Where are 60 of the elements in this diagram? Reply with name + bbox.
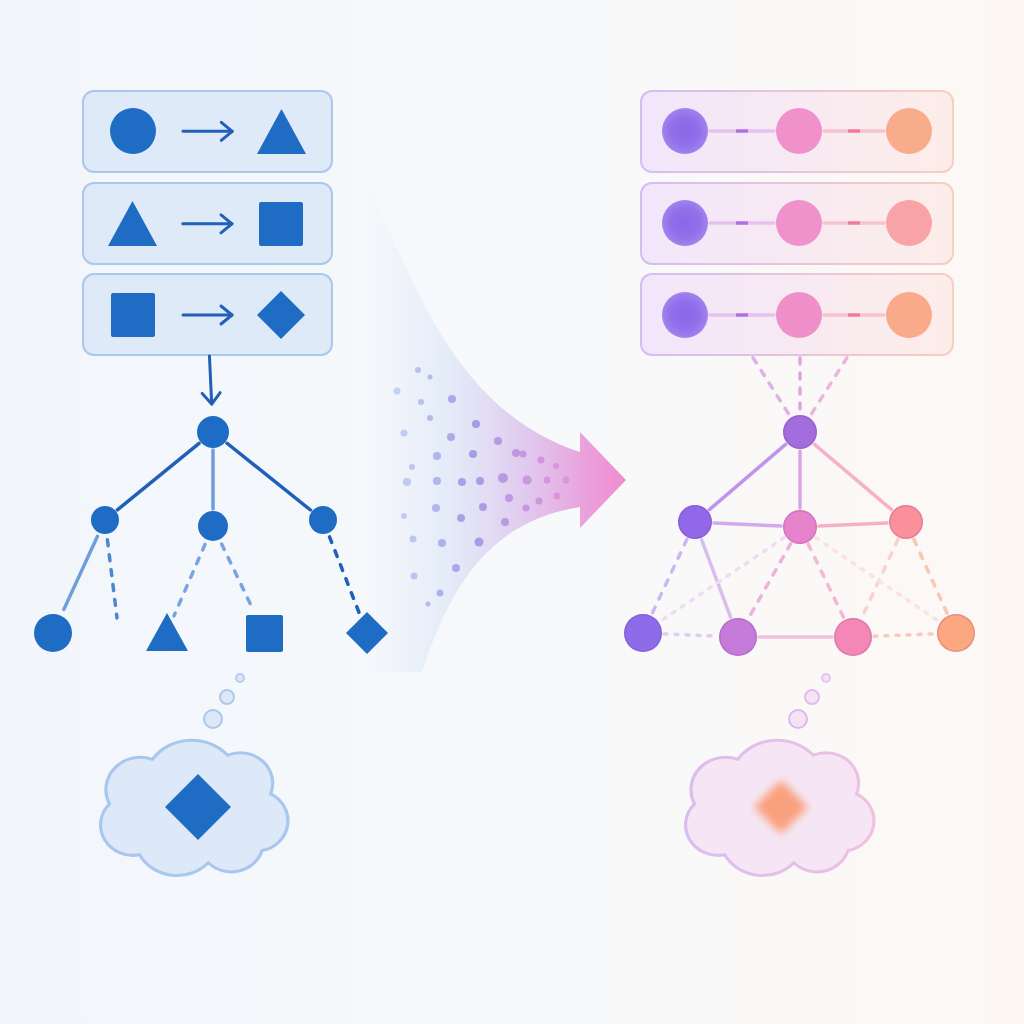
rounded-panel <box>82 90 333 173</box>
square-node <box>246 615 283 652</box>
circle-node <box>198 511 228 541</box>
dashed-connector <box>650 537 689 616</box>
arrow <box>200 354 222 406</box>
circle-node <box>937 614 975 652</box>
connector-line <box>708 129 776 133</box>
dashed-connector <box>872 632 937 638</box>
circle-node <box>783 510 817 544</box>
connector-line <box>798 449 802 510</box>
diamond-node <box>346 612 388 654</box>
connector-line <box>822 313 886 317</box>
circle-node <box>34 614 72 652</box>
connector-line <box>115 441 201 512</box>
circle-node <box>624 614 662 652</box>
connector-line <box>817 521 889 528</box>
dashed-connector <box>806 542 846 620</box>
dashed-connector <box>751 355 791 416</box>
dashed-connector <box>912 537 950 616</box>
square-node <box>258 201 303 246</box>
diamond-node <box>256 290 305 339</box>
connector-line <box>822 129 886 133</box>
connector-line <box>62 534 100 612</box>
triangle-node <box>256 108 306 154</box>
circle-node <box>834 618 872 656</box>
triangle-node <box>107 200 157 246</box>
circle-node <box>197 416 229 448</box>
dashed-connector <box>809 355 849 416</box>
arrow <box>181 304 234 326</box>
rounded-panel <box>640 273 954 356</box>
circle-node <box>783 415 817 449</box>
circle-node <box>889 505 923 539</box>
arrow <box>181 213 234 235</box>
connector-line <box>708 313 776 317</box>
connector-line <box>699 538 733 620</box>
dashed-connector <box>172 542 207 618</box>
dashed-connector <box>105 538 119 620</box>
circle-node <box>678 505 712 539</box>
rounded-panel <box>82 273 333 356</box>
circle-node <box>309 506 337 534</box>
rounded-panel <box>640 182 954 265</box>
dashed-connector <box>813 535 941 623</box>
dashed-connector <box>658 535 786 623</box>
circle-node <box>719 618 757 656</box>
rounded-panel <box>82 182 333 265</box>
connector-line <box>822 221 886 225</box>
circle-node <box>91 506 119 534</box>
dashed-connector <box>327 535 361 615</box>
connector-line <box>707 442 788 512</box>
connector-line <box>757 635 834 639</box>
triangle-node <box>146 613 188 651</box>
rounded-panel <box>640 90 954 173</box>
arrow <box>181 120 234 142</box>
connector-line <box>708 221 776 225</box>
connector-line <box>812 442 894 512</box>
square-node <box>110 292 155 337</box>
connector-line <box>712 521 783 528</box>
connector-line <box>225 441 313 512</box>
dashed-connector <box>798 356 802 413</box>
connector-line <box>211 448 215 511</box>
